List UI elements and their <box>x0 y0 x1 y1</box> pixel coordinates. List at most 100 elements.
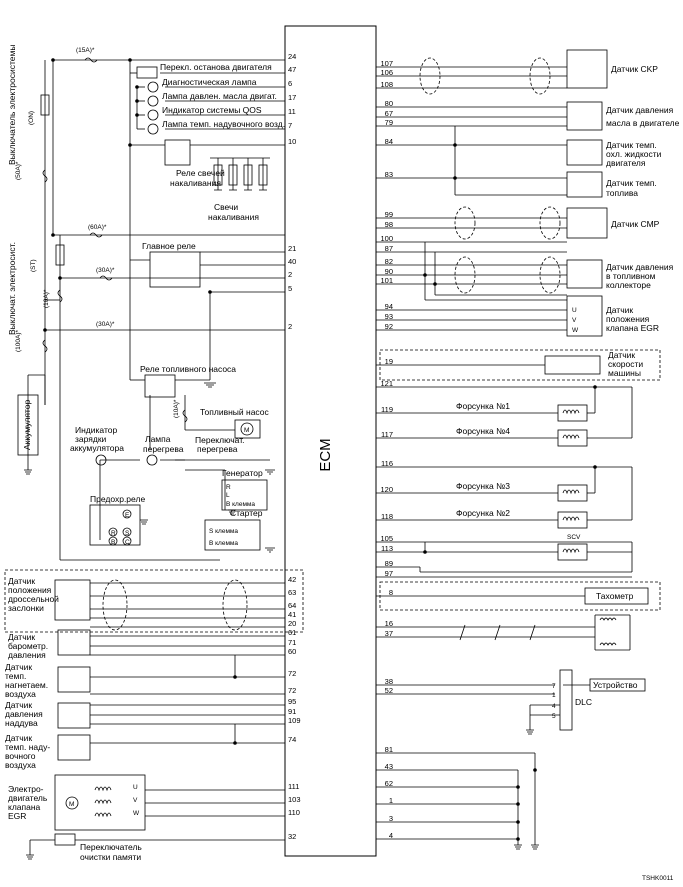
ecm-right-pin-3: 80 <box>385 99 393 108</box>
ecm-right-pin-33: 52 <box>385 686 393 695</box>
ecm-right-pin-4: 67 <box>385 109 393 118</box>
tps-shield-right <box>222 579 248 631</box>
ecm-right-pin-24: 118 <box>381 512 393 521</box>
label-bat-2: темп. наду- <box>5 742 50 752</box>
ecm-left-pin-13: 63 <box>288 588 296 597</box>
ecm-right-pin-36: 62 <box>385 779 393 788</box>
label-fuel-temp-1: Датчик темп. <box>606 178 657 188</box>
oil-pressure-sensor <box>566 101 603 131</box>
ecm-right-pin-34: 81 <box>385 745 393 754</box>
label-fuse-relay: Предохр.реле <box>90 494 145 504</box>
label-bat-3: вочного <box>5 751 36 761</box>
label-speed-2: скорости <box>608 359 643 369</box>
ecm-right-pin-37: 1 <box>389 796 393 805</box>
ecm-right-pin-16: 93 <box>385 312 393 321</box>
label-oil-press-2: масла в двигателе <box>606 118 680 128</box>
ecm-right-pin-20: 119 <box>381 405 393 414</box>
fuse-relay-e-terminal <box>122 509 132 519</box>
cmp-shield-left <box>454 206 476 240</box>
label-oil-lamp: Лампа давлен. масла двигат. <box>162 91 277 101</box>
glow-plug-4 <box>258 164 268 186</box>
battery <box>17 394 39 456</box>
speed-sensor <box>544 355 601 375</box>
glow-plug-3 <box>243 164 253 186</box>
ecm-left-pin-23: 91 <box>288 707 296 716</box>
ecm-left-pin-15: 41 <box>288 610 296 619</box>
ecm-left-pin-12: 42 <box>288 575 296 584</box>
boost-sensor <box>57 702 91 729</box>
ecm-left-pin-25: 74 <box>288 735 296 744</box>
ecm-right-pin-17: 92 <box>385 322 393 331</box>
label-fuel-pump: Топливный насос <box>200 407 269 417</box>
ignition-switch <box>40 94 50 116</box>
label-gen-r: R <box>226 484 231 491</box>
iat-sensor <box>57 666 91 693</box>
ecm-left-pin-17: 61 <box>288 628 296 637</box>
label-tps-2: положения <box>8 585 52 595</box>
starter <box>204 519 261 551</box>
label-glow-plugs-2: накаливания <box>208 212 259 222</box>
label-fuse-10a-2: (10A)* <box>173 399 180 418</box>
footer-code: TSHK0011 <box>642 875 674 882</box>
label-fuse-60a: (60A)* <box>88 224 107 231</box>
ecm-right-pin-10: 100 <box>380 234 393 243</box>
ckp-shield-right <box>529 57 551 95</box>
ecm-right-pin-32: 38 <box>385 677 393 686</box>
ecm-right-pin-28: 97 <box>385 569 393 578</box>
label-iat-2: темп. <box>5 671 26 681</box>
label-overheat-lamp-1: Лампа <box>145 434 171 444</box>
label-boost-3: наддува <box>5 718 38 728</box>
label-egr-u: U <box>133 784 138 791</box>
ecm-left-pin-8: 40 <box>288 257 296 266</box>
label-fuel-pump-relay: Реле топливного насоса <box>140 364 236 374</box>
label-inj1: Форсунка №1 <box>456 401 510 411</box>
label-tps-3: дроссельной <box>8 594 59 604</box>
label-ckp: Датчик CKP <box>611 64 658 74</box>
ecm-right-pin-11: 87 <box>385 244 393 253</box>
label-dlc: DLC <box>575 697 592 707</box>
label-ignition-switch: Выключатель электросистемы <box>7 45 17 165</box>
main-relay <box>149 251 201 288</box>
ecm-left-pin-16: 20 <box>288 619 296 628</box>
ecm-left-pin-5: 7 <box>288 121 292 130</box>
label-ign-on: (ON) <box>28 111 35 125</box>
label-fuel-temp-2: топлива <box>606 188 638 198</box>
label-ect-2: охл. жидкости <box>606 149 662 159</box>
ecm-right-pin-38: 3 <box>389 814 393 823</box>
label-speed-3: машины <box>608 368 641 378</box>
fuse-10a-1 <box>57 289 63 303</box>
label-glow-plugs-1: Свечи <box>214 202 238 212</box>
intake-temp-lamp-icon <box>147 123 159 135</box>
label-egr-pos-2: положения <box>606 314 650 324</box>
ecm-right-pin-26: 113 <box>381 544 393 553</box>
label-egr-motor-4: EGR <box>8 811 26 821</box>
ecm-right-pin-19: 121 <box>380 379 393 388</box>
label-baro-2: барометр. <box>8 641 48 651</box>
label-iat-1: Датчик <box>5 662 32 672</box>
label-relay-r: R <box>111 530 116 537</box>
label-charge-ind-2: зарядки <box>75 434 107 444</box>
label-device: Устройство <box>593 680 638 690</box>
ecm-left-pin-20: 72 <box>288 669 296 678</box>
fuel-pump-relay <box>144 374 176 398</box>
label-gen-b: B клемма <box>226 501 255 508</box>
label-egr-motor-2: двигатель <box>8 793 48 803</box>
diag-lamp-icon <box>147 81 159 93</box>
ecm-right-pin-2: 108 <box>380 80 393 89</box>
fuse-30a-1 <box>99 275 113 281</box>
injector-1 <box>557 404 588 422</box>
label-cmp: Датчик CMP <box>611 219 660 229</box>
ecm-left-pin-21: 72 <box>288 686 296 695</box>
label-egr-pos-u: U <box>572 307 577 314</box>
label-glow-relay-2: накаливания <box>170 178 221 188</box>
label-speed-1: Датчик <box>608 350 635 360</box>
label-inj3: Форсунка №3 <box>456 481 510 491</box>
label-relay-c: C <box>125 539 130 546</box>
label-egr-m: M <box>69 801 74 808</box>
ecm-left-pin-11: 2 <box>288 322 292 331</box>
label-qos: Индикатор системы QOS <box>162 105 262 115</box>
label-iat-4: воздуха <box>5 689 36 699</box>
ecm-right-pin-9: 98 <box>385 220 393 229</box>
fuse-50a <box>42 169 48 183</box>
rail-shield-right <box>539 256 561 294</box>
